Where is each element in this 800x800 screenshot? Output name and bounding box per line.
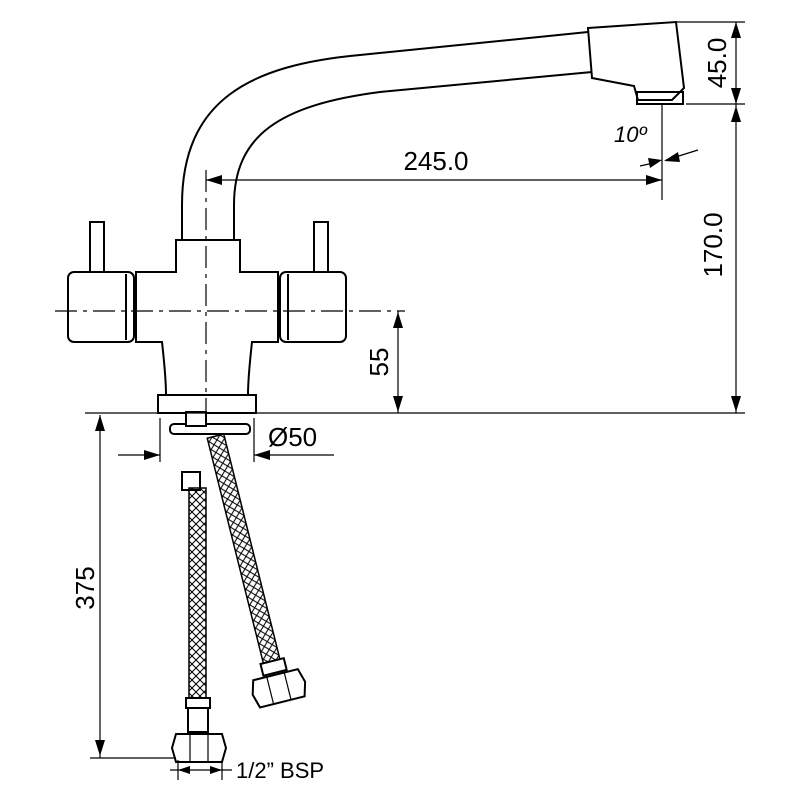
spout-angle-label: 10º <box>614 122 647 147</box>
dimension-total-height: 170.0 <box>698 104 741 413</box>
mixer-body <box>135 239 279 414</box>
hose-length-label: 375 <box>70 566 100 609</box>
total-height-label: 170.0 <box>698 212 728 277</box>
dimension-spout-angle: 10º <box>614 104 699 200</box>
dimension-connection-size: 1/2” BSP <box>170 758 324 783</box>
dimension-outlet-height: 45.0 <box>676 21 745 105</box>
left-handle <box>67 221 135 343</box>
center-lines <box>55 170 405 425</box>
connection-size-label: 1/2” BSP <box>236 758 324 783</box>
right-hose <box>206 433 307 709</box>
handle-height-label: 55 <box>364 348 394 377</box>
dimension-handle-height: 55 <box>364 311 403 413</box>
dimension-hose-length: 375 <box>70 415 176 759</box>
spout <box>181 20 686 240</box>
left-hose <box>170 487 228 763</box>
spout-reach-label: 245.0 <box>403 146 468 176</box>
base-diameter-label: Ø50 <box>268 422 317 452</box>
dimension-base-diameter: Ø50 <box>118 418 334 462</box>
right-handle <box>279 221 347 343</box>
mounting-shank <box>169 411 251 491</box>
outlet-height-label: 45.0 <box>702 38 732 89</box>
dimension-spout-reach: 245.0 <box>206 146 662 185</box>
